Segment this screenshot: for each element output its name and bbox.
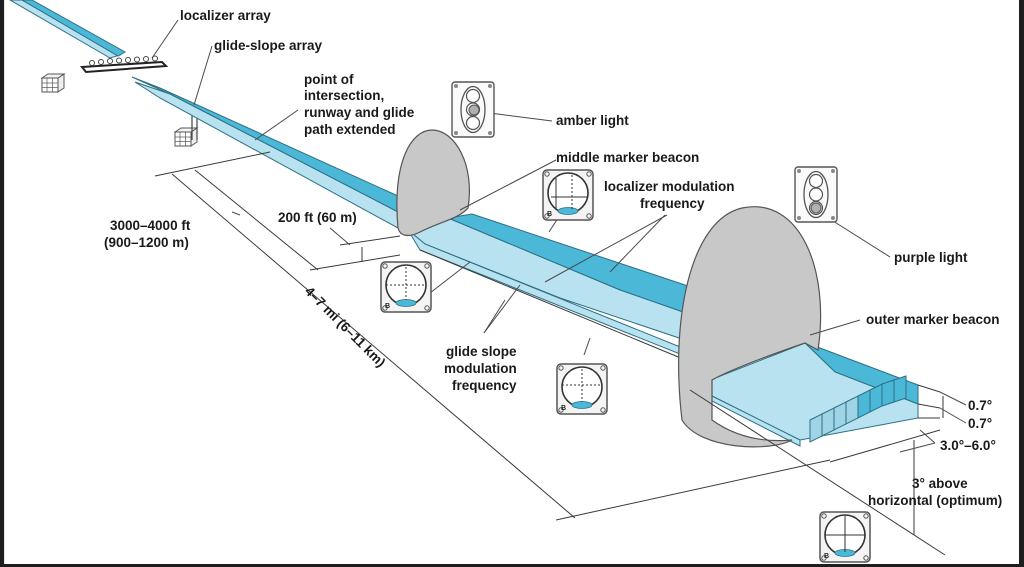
beam-serrations xyxy=(809,375,907,443)
cdi-instrument-icon xyxy=(542,169,594,221)
label-middle-distance-ft: 3000–4000 ft xyxy=(110,218,191,233)
dimension-lines xyxy=(154,151,946,556)
purple-light-panel-icon xyxy=(794,166,838,223)
outer-marker-beacon-cone xyxy=(678,206,822,448)
label-intersection-2: intersection, xyxy=(304,88,384,103)
leader-lines xyxy=(151,19,967,453)
label-localizer-modulation-1: localizer modulation xyxy=(604,179,735,194)
far-localizer-beam xyxy=(9,0,127,59)
label-middle-distance-m: (900–1200 m) xyxy=(104,235,189,250)
localizer-array-icon xyxy=(80,55,169,74)
building-icon xyxy=(174,127,198,147)
label-glide-angle-1: 3° above xyxy=(912,476,968,491)
label-outer-marker-beacon: outer marker beacon xyxy=(866,312,1000,327)
label-intersection-3: runway and glide xyxy=(304,105,415,120)
amber-light-icon xyxy=(468,104,480,116)
label-glide-slope-modulation-3: frequency xyxy=(452,378,517,393)
label-glide-slope-modulation-2: modulation xyxy=(444,361,517,376)
middle-marker-beacon-cone xyxy=(396,129,470,237)
label-glide-angle-2: horizontal (optimum) xyxy=(868,493,1002,508)
label-intersection-1: point of xyxy=(304,72,354,87)
label-amber-light: amber light xyxy=(556,113,629,128)
label-purple-light: purple light xyxy=(894,250,968,265)
label-glide-slope-modulation-1: glide slope xyxy=(446,344,517,359)
label-width-angle: 3.0°–6.0° xyxy=(940,438,996,453)
label-middle-marker-beacon: middle marker beacon xyxy=(556,150,699,165)
label-localizer-array: localizer array xyxy=(180,8,271,23)
purple-light-icon xyxy=(810,202,822,214)
label-angle-upper: 0.7° xyxy=(968,398,992,413)
label-glide-slope-array: glide-slope array xyxy=(214,38,323,53)
label-localizer-modulation-2: frequency xyxy=(640,196,705,211)
label-outer-distance: 4–7 mi (6–11 km) xyxy=(302,284,388,370)
building-icon xyxy=(41,73,65,93)
cdi-needles xyxy=(386,175,865,552)
label-200ft: 200 ft (60 m) xyxy=(278,210,357,225)
label-intersection-4: path extended xyxy=(304,122,396,137)
label-angle-lower: 0.7° xyxy=(968,416,992,431)
